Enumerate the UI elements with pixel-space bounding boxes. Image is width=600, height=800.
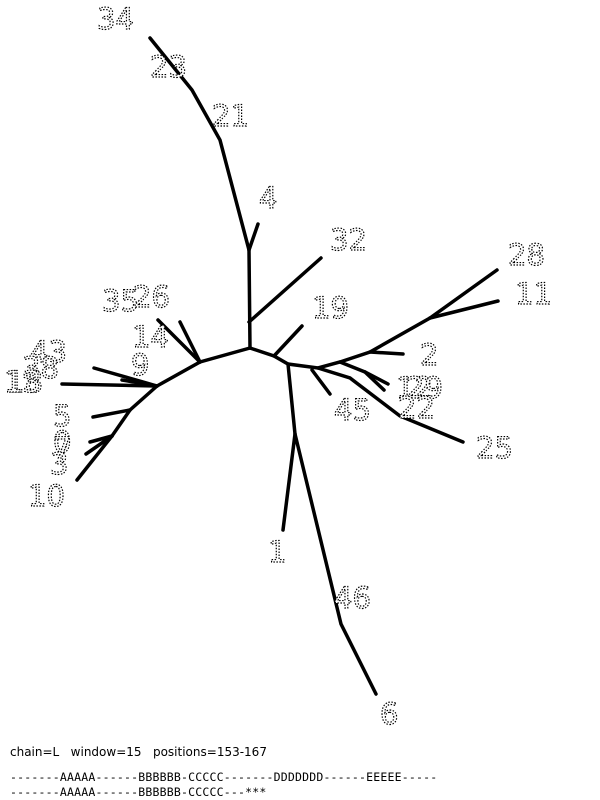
- leaf-label: 43: [30, 335, 67, 369]
- branch: [368, 350, 405, 356]
- branch: [281, 432, 297, 532]
- branch: [148, 36, 252, 350]
- chain-info: chain=L window=15 positions=153-167: [10, 745, 267, 759]
- leaf-label: 9: [131, 348, 149, 382]
- branch: [91, 408, 132, 419]
- leaf-label: 13: [4, 365, 41, 399]
- branch: [248, 268, 499, 370]
- branch: [75, 346, 252, 482]
- leaf-label: 38: [22, 351, 59, 385]
- leaf-label: 19: [312, 291, 349, 325]
- branch: [310, 368, 332, 396]
- leaf-label: 4: [259, 181, 277, 215]
- leaf-label: 1: [268, 535, 286, 569]
- branch: [92, 366, 159, 388]
- branch: [156, 318, 202, 364]
- branch: [428, 299, 500, 320]
- leaf-label: 22: [398, 391, 435, 425]
- leaf-label: 12: [396, 371, 433, 405]
- tree-leaf-labels: 34 23 21 4 32 19 28 11 2 12 29 45 22 25 …: [3, 1, 552, 731]
- branch: [178, 320, 202, 364]
- branch: [286, 362, 378, 696]
- secondary-structure-line-2: -------AAAAA------BBBBBB-CCCCC---***: [10, 785, 267, 799]
- leaf-label: 23: [150, 50, 187, 84]
- leaf-label: 7: [53, 431, 71, 465]
- leaf-label: 0: [53, 425, 71, 459]
- leaf-label: 3: [50, 447, 68, 481]
- leaf-label: 21: [212, 99, 249, 133]
- tree-branches: [60, 36, 500, 696]
- leaf-label: 25: [476, 431, 513, 465]
- leaf-label: 29: [406, 371, 443, 405]
- tree-diagram: 34 23 21 4 32 19 28 11 2 12 29 45 22 25 …: [3, 1, 552, 731]
- branch: [316, 366, 465, 444]
- leaf-label: 34: [97, 2, 134, 36]
- secondary-structure-line-1: -------AAAAA------BBBBBB-CCCCC-------DDD…: [10, 770, 438, 784]
- branch: [247, 256, 323, 324]
- leaf-label: 28: [508, 238, 545, 272]
- branch: [247, 222, 260, 252]
- leaf-label: 32: [330, 223, 367, 257]
- leaf-label: 18: [6, 365, 43, 399]
- leaf-label: 35: [102, 284, 139, 318]
- branch: [272, 324, 304, 358]
- leaf-label: 10: [28, 479, 65, 513]
- leaf-label: 5: [53, 399, 71, 433]
- leaf-label: 2: [420, 338, 438, 372]
- leaf-label: 14: [132, 320, 169, 354]
- branch: [60, 382, 159, 388]
- leaf-label: 11: [515, 277, 552, 311]
- leaf-label: 26: [133, 280, 170, 314]
- leaf-label: 46: [334, 581, 371, 615]
- branch: [84, 434, 114, 456]
- leaf-label: 6: [380, 697, 398, 731]
- branch: [363, 370, 386, 392]
- leaf-label: 45: [334, 393, 371, 427]
